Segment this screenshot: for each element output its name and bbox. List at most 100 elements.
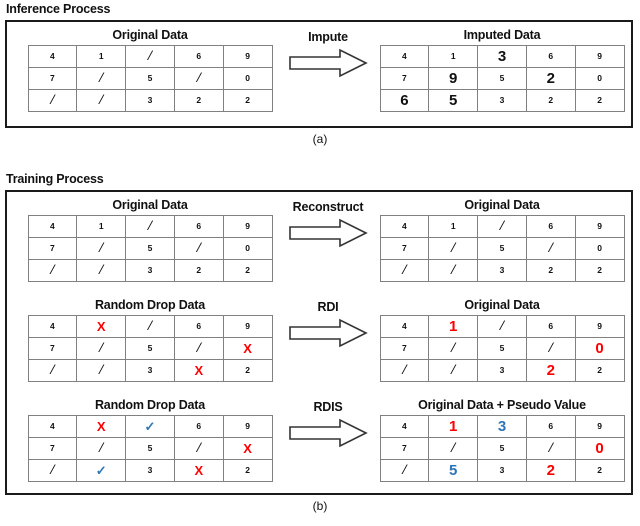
table-row: 7/5/0 [379,237,625,260]
grid-cell: 2 [525,459,576,482]
table-row: 7/5/0 [379,337,625,360]
grid-cell: 7 [27,67,78,90]
grid-cell: 6 [525,45,576,68]
reconstruct-label: Reconstruct [292,200,364,214]
grid-cell: ✓ [76,459,127,482]
grid-cell: 4 [379,45,430,68]
grid-cell: / [428,237,479,260]
grid-cell: 1 [428,215,479,238]
grid-cell: / [428,259,479,282]
table-row: 7/5/X [27,437,273,460]
grid-cell: 6 [525,215,576,238]
grid-cell: 0 [222,237,273,260]
grid-cell: / [76,259,127,282]
right-arrow-icon [289,48,368,78]
grid-cell: / [125,215,175,238]
inference-imputed-title: Imputed Data [463,28,541,42]
grid-cell: 9 [574,45,625,68]
grid-cell: 2 [525,259,576,282]
impute-arrow-group: Impute [279,30,377,78]
grid-cell: 5 [477,237,527,260]
inference-original-title: Original Data [112,28,188,42]
grid-cell: / [76,89,127,112]
grid-cell: 9 [222,415,273,438]
grid-cell: / [525,437,576,460]
grid-cell: 3 [477,415,527,438]
grid-cell: / [76,337,127,360]
grid-cell: / [428,337,479,360]
grid-cell: X [222,337,273,360]
reconstruct-arrow-group: Reconstruct [279,200,377,248]
grid-cell: 9 [428,67,479,90]
grid-cell: / [525,337,576,360]
grid-cell: 6 [173,315,224,338]
grid-cell: 4 [379,215,430,238]
grid-cell: 5 [477,67,527,90]
grid-cell: 3 [125,459,175,482]
grid-cell: / [379,259,430,282]
grid-cell: 5 [477,437,527,460]
grid-cell: 7 [27,237,78,260]
grid-cell: 4 [27,315,78,338]
grid-cell: X [222,437,273,460]
grid-cell: 4 [27,415,78,438]
grid-cell: 4 [379,415,430,438]
grid-cell: 1 [428,315,479,338]
grid-cell: 5 [428,459,479,482]
grid-cell: 1 [428,45,479,68]
rdis-arrow-group: RDIS [279,400,377,448]
grid-cell: 2 [173,259,224,282]
grid-cell: 3 [477,89,527,112]
rdis-label: RDIS [313,400,343,414]
grid-cell: 9 [222,315,273,338]
rdi-output-title: Original Data [464,298,540,312]
grid-cell: X [173,359,224,382]
grid-cell: 7 [379,437,430,460]
grid-cell: 7 [27,437,78,460]
rdi-drop-title: Random Drop Data [94,298,205,312]
grid-cell: 4 [379,315,430,338]
table-row: 7/5/0 [27,237,273,260]
grid-cell: X [173,459,224,482]
grid-cell: / [477,215,527,238]
grid-cell: 2 [173,89,224,112]
grid-cell: 2 [574,459,625,482]
grid-cell: 3 [125,359,175,382]
right-arrow-icon [289,318,368,348]
grid-cell: 2 [525,359,576,382]
grid-cell: 0 [574,437,625,460]
rdi-label: RDI [317,300,339,314]
grid-cell: 3 [125,259,175,282]
grid-cell: / [27,359,78,382]
grid-cell: / [428,359,479,382]
impute-label: Impute [308,30,348,44]
grid-cell: 2 [222,459,273,482]
grid-cell: 4 [27,45,78,68]
grid-cell: / [477,315,527,338]
grid-cell: / [27,89,78,112]
grid-cell: 9 [574,215,625,238]
right-arrow-icon [289,418,368,448]
grid-cell: 2 [574,359,625,382]
caption-a: (a) [312,132,328,146]
